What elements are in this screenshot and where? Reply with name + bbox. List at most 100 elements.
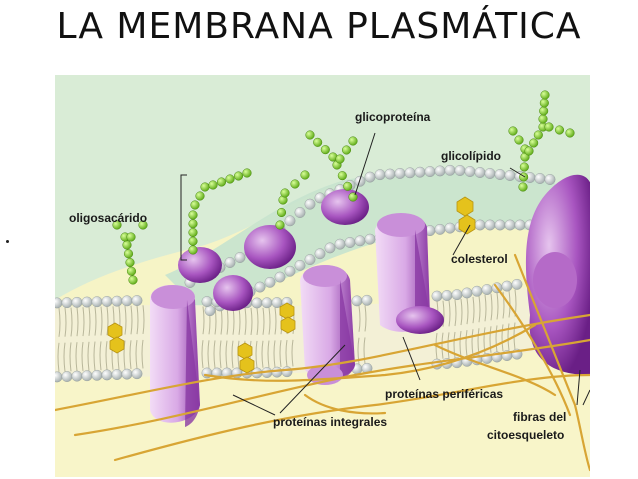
sugar-oligosacarido <box>126 266 137 276</box>
sugar-oligosacarido <box>123 249 134 259</box>
lipid-tail <box>99 341 102 371</box>
lipid-tail <box>244 307 247 335</box>
lipid-tail <box>142 305 145 334</box>
lipid-tail <box>141 339 144 369</box>
bracket-oligosacarido <box>180 174 187 261</box>
lipid-head-inner <box>271 366 283 378</box>
lipid-tail <box>106 306 109 336</box>
label-glicolipido: glicolípido <box>441 149 501 163</box>
sugar-chain <box>290 179 300 189</box>
sugar-glicolipido <box>539 98 549 108</box>
lipid-tail <box>81 341 84 371</box>
sugar-oligosacarido <box>188 219 198 229</box>
lipid-tail <box>76 307 79 337</box>
lipid-head-outer <box>471 285 483 297</box>
lipid-tail <box>213 340 216 369</box>
lipid-head-upper-inner <box>324 242 336 254</box>
lipid-head-upper-outer <box>234 252 246 263</box>
lipid-head-outer <box>81 296 93 308</box>
label-colesterol: colesterol <box>451 252 508 266</box>
protein-back-3 <box>178 247 222 283</box>
leader-proteinas-integrales-2 <box>279 344 346 414</box>
lipid-tail <box>105 341 108 370</box>
lipid-head-upper-outer <box>464 166 476 177</box>
lipid-head-upper-inner <box>284 265 296 277</box>
lipid-tail <box>484 294 487 322</box>
lipid-tail <box>459 330 462 358</box>
membrane-top-surface <box>55 75 590 300</box>
stray-dot <box>6 240 9 243</box>
lipid-tail <box>129 340 132 370</box>
lipid-tail <box>364 305 367 332</box>
lipid-head-upper-outer <box>374 169 386 181</box>
lipid-tail <box>58 307 61 337</box>
lipid-tail <box>123 340 126 370</box>
lipid-head-upper-inner <box>274 271 286 283</box>
leader-proteinas-perifericas <box>402 336 421 381</box>
lipid-head-outer <box>441 290 453 301</box>
integral-protein-1 <box>150 285 200 427</box>
lipid-head-upper-outer <box>414 166 426 178</box>
leader-colesterol <box>452 224 471 256</box>
sugar-oligosacarido <box>188 236 198 246</box>
sugar-oligosacarido <box>126 232 136 242</box>
sugar-oligosacarido <box>188 227 198 238</box>
lipid-tail <box>496 292 499 320</box>
lipid-head-outer <box>201 296 213 307</box>
lipid-head-upper-inner <box>314 248 326 260</box>
lipid-tail <box>201 340 204 369</box>
lipid-tail <box>285 339 288 367</box>
lipid-head-upper-inner <box>334 238 346 250</box>
lipid-head-upper-outer <box>224 257 236 268</box>
sugar-glicolipido <box>514 135 524 145</box>
lipid-head-upper-outer <box>424 166 436 177</box>
sugar-glicolipido <box>524 146 534 156</box>
sugar-oligosacarido <box>216 177 227 187</box>
lipid-head-outer <box>451 289 463 301</box>
lipid-tail <box>267 340 270 368</box>
lipid-tail <box>513 322 516 350</box>
lipid-tail <box>471 329 474 356</box>
lipid-head-upper-inner <box>504 219 516 231</box>
lipid-head-outer <box>121 295 133 307</box>
lipid-tail <box>448 300 451 327</box>
lipid-head-outer <box>481 284 493 295</box>
protein-right-small <box>533 252 577 308</box>
cytoskeleton-fibers <box>55 253 590 472</box>
lipid-head-upper-outer <box>354 175 366 187</box>
sugar-glicoproteina <box>313 137 323 147</box>
sugar-oligosacarido <box>200 182 210 192</box>
lipid-tail <box>441 332 444 359</box>
lipid-head-outer <box>501 280 513 292</box>
lipid-tail <box>63 342 66 372</box>
lipid-tail <box>225 340 228 369</box>
label-fibras-line2: citoesqueleto <box>487 428 564 442</box>
lipid-head-inner <box>81 370 93 382</box>
lipid-tail <box>135 340 138 369</box>
lipid-head-upper-outer <box>534 173 546 184</box>
membrane-diagram: glicoproteína glicolípido oligosacárido … <box>55 75 590 477</box>
carbohydrate-chains <box>112 90 575 285</box>
lipid-head-inner <box>101 369 113 381</box>
lipid-head-upper-outer <box>504 170 516 181</box>
label-proteinas-perifericas: proteínas periféricas <box>385 387 503 401</box>
leader-fibras-1 <box>576 369 581 406</box>
sugar-glicolipido <box>529 138 539 148</box>
leader-glicolipido <box>509 167 526 178</box>
lipid-head-upper-outer <box>544 174 556 185</box>
lipid-tail <box>57 342 60 372</box>
lipid-head-upper-outer <box>404 167 416 179</box>
lipid-tail <box>273 340 276 368</box>
protein-back-4 <box>213 275 253 311</box>
lipid-head-upper-inner <box>494 219 506 231</box>
lipid-head-inner <box>61 371 73 382</box>
lipid-head-outer <box>511 278 523 290</box>
sugar-glicolipido <box>539 106 549 116</box>
lipid-tail <box>447 332 450 359</box>
lipid-head-inner <box>131 368 143 380</box>
lipid-head-outer <box>351 295 363 307</box>
sugar-glicolipido <box>519 162 529 172</box>
lipid-tail <box>202 306 205 335</box>
sugar-oligosacarido <box>125 257 135 268</box>
sugar-glicolipido <box>518 182 528 192</box>
